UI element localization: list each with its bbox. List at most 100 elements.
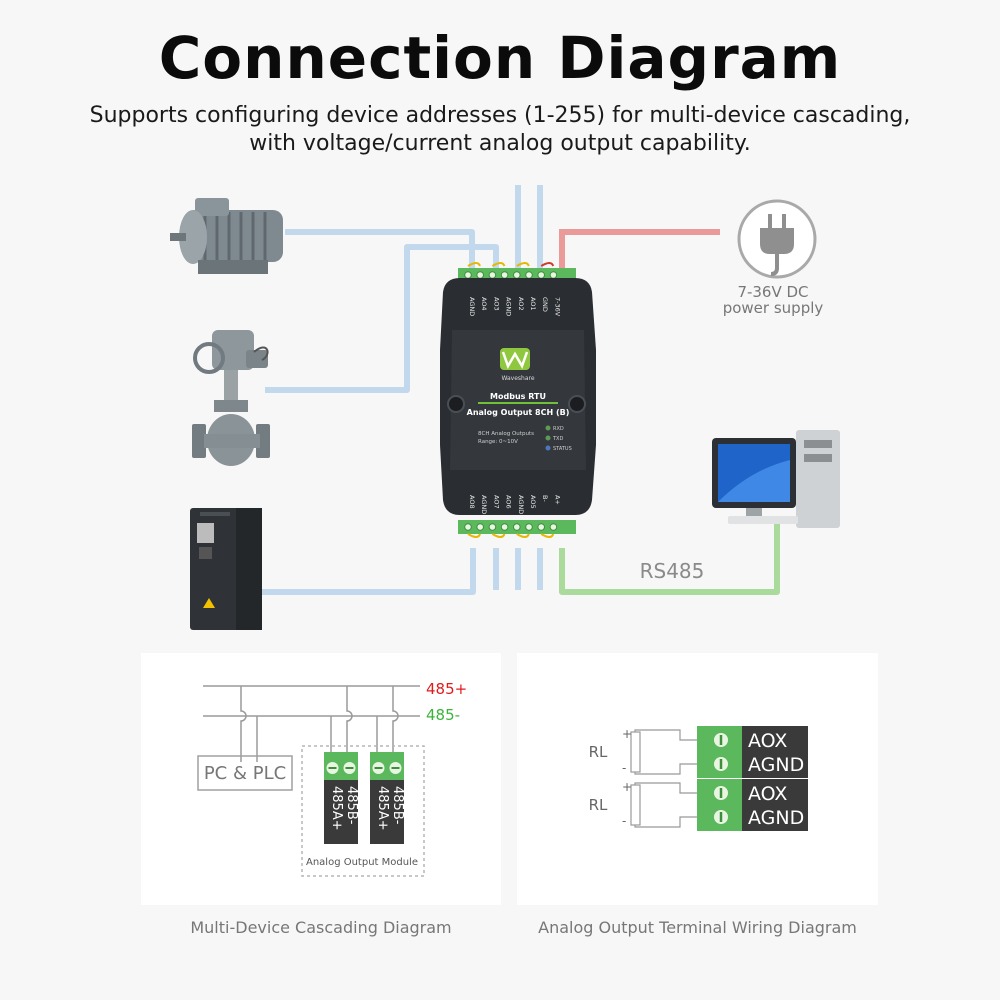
terminal-screw: [525, 271, 533, 279]
subtitle-line-2: with voltage/current analog output capab…: [249, 131, 751, 156]
module-terminal-label: 485A+: [375, 786, 390, 831]
host-wire-plus: [240, 686, 247, 762]
module-terminal-body: [370, 780, 404, 844]
module2-wire-plus: [392, 686, 399, 752]
status-led: [545, 445, 551, 451]
terminal-label: A+: [553, 495, 561, 505]
terminal-screw: [488, 271, 497, 279]
terminal-label: AGND: [517, 495, 525, 514]
cascading-diagram: [197, 685, 425, 877]
terminal-screw: [464, 523, 472, 531]
terminal-screw: [500, 271, 509, 279]
terminal-label: AO1: [529, 297, 537, 311]
valve-image: [192, 330, 270, 466]
cascade-module: 485A+485B-: [370, 752, 405, 844]
rs485-wire: [559, 523, 780, 595]
computer-image: [712, 430, 840, 528]
terminal-screw: [476, 523, 485, 531]
rxd-led: [545, 425, 551, 431]
wire-stub: [516, 533, 530, 538]
terminal-screw: [488, 523, 497, 531]
cascading-panel: [141, 653, 501, 905]
terminal-screw: [549, 523, 558, 531]
wire-stub: [467, 533, 481, 538]
minus-sign: -: [622, 814, 626, 828]
led-label-txd: TXD: [552, 436, 563, 442]
terminal-screw: [549, 271, 558, 279]
terminal-screw: [525, 523, 533, 531]
wiring-terminal-label: AOX: [748, 783, 787, 805]
terminal-label: AO4: [480, 297, 488, 311]
wiring-terminal-label: AGND: [748, 754, 804, 776]
wire-stub: [516, 262, 530, 267]
vfd-image: [190, 508, 262, 630]
load-wire-plus: [634, 729, 697, 741]
power-label-line-1: 7-36V DC: [737, 283, 808, 301]
load-resistor: [630, 731, 641, 773]
brand-name: Waveshare: [501, 375, 534, 382]
spec-line-2: Range: 0~10V: [478, 439, 518, 445]
bus-plus-label: 485+: [426, 680, 467, 698]
terminal-screw: [513, 271, 521, 279]
product-line-2: Analog Output 8CH (B): [467, 408, 570, 417]
terminal-screw: [500, 523, 509, 531]
power-label-line-2: power supply: [723, 299, 824, 317]
terminal-label: 7-36V: [553, 297, 561, 317]
led-label-rxd: RXD: [553, 426, 564, 432]
cascade-modules: 485A+485B-485A+485B-: [324, 752, 405, 844]
cascading-caption: Multi-Device Cascading Diagram: [190, 918, 452, 937]
mounting-screw-left: [447, 395, 465, 413]
module-terminal-label: 485B-: [344, 786, 359, 825]
terminal-screw: [476, 271, 485, 279]
valve-wire: [265, 244, 499, 393]
load-wire-minus: [634, 816, 697, 828]
wiring-caption: Analog Output Terminal Wiring Diagram: [538, 918, 857, 937]
signal-wires: [262, 185, 543, 595]
module-group-label: Analog Output Module: [306, 857, 418, 868]
wiring-terminal-label: AGND: [748, 807, 804, 829]
terminal-label: GND: [541, 297, 549, 312]
terminal-screw: [513, 523, 521, 531]
module-terminal-label: 485A+: [329, 786, 344, 831]
power-wire: [559, 229, 720, 270]
txd-led: [545, 435, 551, 441]
wire-stub: [491, 262, 506, 267]
motor-image: [170, 198, 283, 274]
wire-stub: [540, 533, 555, 538]
mounting-screw-right: [568, 395, 586, 413]
wire-stub: [540, 262, 555, 267]
terminal-screw: [464, 271, 472, 279]
rs485-label: RS485: [640, 559, 705, 583]
host-box: [197, 755, 293, 791]
led-label-status: STATUS: [553, 446, 572, 452]
terminal-label: AO6: [505, 495, 513, 509]
load-wire-plus: [634, 782, 697, 794]
minus-sign: -: [622, 761, 626, 775]
terminal-label: B-: [541, 495, 549, 502]
analog-output-module: Waveshare Modbus RTU Analog Output 8CH (…: [440, 278, 596, 515]
page-title: Connection Diagram: [158, 24, 842, 92]
module-terminal-body: [324, 780, 358, 844]
load-label: RL: [589, 743, 608, 761]
vfd-wire: [262, 548, 476, 595]
module1-wire-plus: [346, 686, 353, 752]
module-terminal-label: 485B-: [390, 786, 405, 825]
wiring-terminal-dark: [742, 779, 808, 831]
terminal-label: AGND: [468, 297, 476, 316]
terminal-label: AO2: [517, 297, 525, 311]
terminal-label: AO3: [492, 297, 500, 311]
wiring-terminal-label: AOX: [748, 730, 787, 752]
cascade-module: 485A+485B-: [324, 752, 359, 844]
terminal-screw: [537, 271, 546, 279]
wire-stub: [467, 262, 481, 267]
terminal-label: AO7: [492, 495, 500, 509]
bus-minus-label: 485-: [426, 706, 460, 724]
load-label: RL: [589, 796, 608, 814]
terminal-screw: [537, 523, 546, 531]
